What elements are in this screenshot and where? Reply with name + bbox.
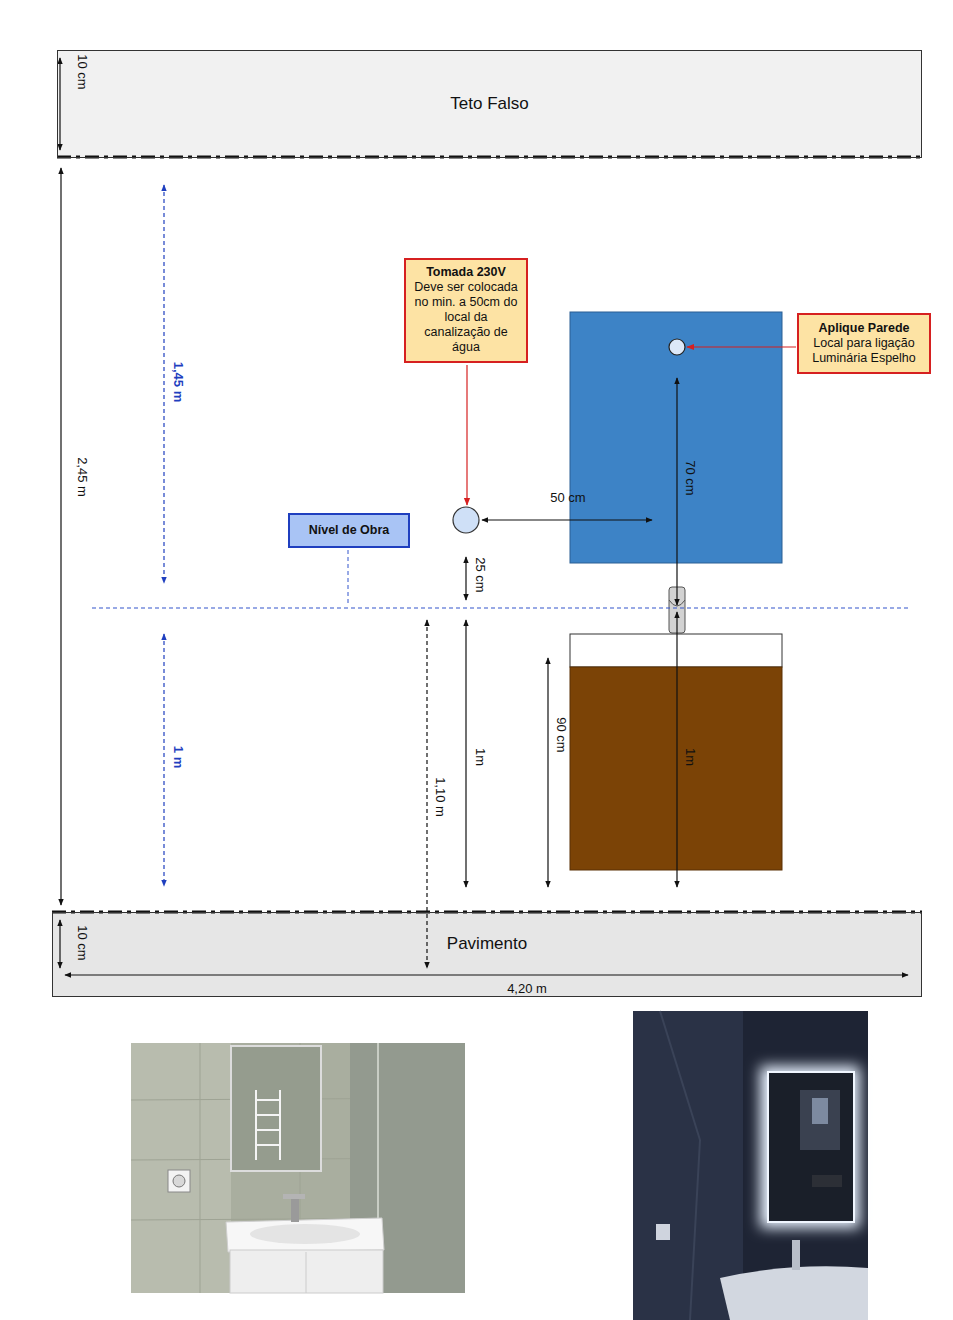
node-title: Nível de Obra [309, 523, 390, 538]
dimension-line [163, 185, 164, 583]
ceiling-band: Teto Falso [57, 50, 922, 158]
dimension-line [465, 620, 466, 887]
dimension-label: 1,45 m [171, 362, 186, 402]
photo-installed [131, 1043, 465, 1293]
dimension-label: 2,45 m [75, 457, 90, 497]
dimension-label: 10 cm [75, 54, 90, 89]
dimension-label: 50 cm [550, 490, 585, 505]
dimension-label: 70 cm [683, 460, 698, 495]
node-title: Tomada 230V [426, 265, 506, 280]
floor-fill [52, 912, 922, 997]
dimension-line [676, 378, 677, 605]
dimension-label: 1m [683, 748, 698, 766]
dimension-label: 1 m [171, 746, 186, 768]
label-anchor: 1m [472, 748, 490, 766]
dimension-label: 4,20 m [507, 981, 547, 996]
wall-light-point [669, 339, 685, 355]
callout-box: Tomada 230VDeve ser colocada no min. a 5… [404, 258, 528, 363]
label-anchor: 10 cm [74, 54, 92, 89]
node-body: Local para ligação Luminária Espelho [804, 336, 924, 366]
dimension-line [65, 974, 908, 975]
level-box: Nível de Obra [288, 513, 410, 548]
socket-point [453, 507, 479, 533]
photo-led-mirror [633, 1011, 868, 1320]
label-anchor: 1 m [170, 746, 188, 768]
washbasin-top [570, 634, 782, 667]
dimension-line [465, 557, 466, 600]
dimension-line [60, 168, 61, 905]
label-anchor: 25 cm [472, 557, 490, 592]
floor-band: Pavimento [52, 912, 922, 997]
dimension-line [163, 634, 164, 886]
dimension-line [59, 58, 60, 150]
dimension-line [547, 658, 548, 887]
level-leader [348, 550, 349, 605]
vanity-cabinet [570, 667, 782, 870]
node-title: Aplique Parede [819, 321, 910, 336]
dimension-label: 10 cm [75, 925, 90, 960]
label-anchor: 70 cm [682, 460, 700, 495]
ceiling-reference-line [57, 156, 922, 159]
dimension-line [426, 620, 427, 968]
ceiling-fill [57, 50, 922, 158]
dimension-label: 1m [473, 748, 488, 766]
dimension-label: 25 cm [473, 557, 488, 592]
level-line [92, 607, 908, 608]
label-anchor: 50 cm [550, 488, 585, 506]
label-anchor: 1m [682, 748, 700, 766]
node-title: Pavimento [447, 934, 527, 954]
label-anchor: 2,45 m [74, 457, 92, 497]
callout-leader [466, 365, 467, 505]
label-anchor: 1,10 m [432, 777, 450, 817]
dimension-line [676, 612, 677, 887]
label-anchor: 1,45 m [170, 362, 188, 402]
node-title: Teto Falso [450, 94, 528, 114]
callout-box: Aplique ParedeLocal para ligação Luminár… [797, 313, 931, 374]
dimension-label: 1,10 m [433, 777, 448, 817]
mirror [570, 312, 782, 563]
dimension-label: 90 cm [554, 717, 569, 752]
dimension-line [59, 920, 60, 968]
node-body: Deve ser colocada no min. a 50cm do loca… [411, 280, 521, 355]
callout-leader [687, 346, 796, 347]
label-anchor: 4,20 m [507, 979, 547, 997]
label-anchor: 10 cm [74, 925, 92, 960]
dimension-line [482, 519, 652, 520]
label-anchor: 90 cm [553, 717, 571, 752]
